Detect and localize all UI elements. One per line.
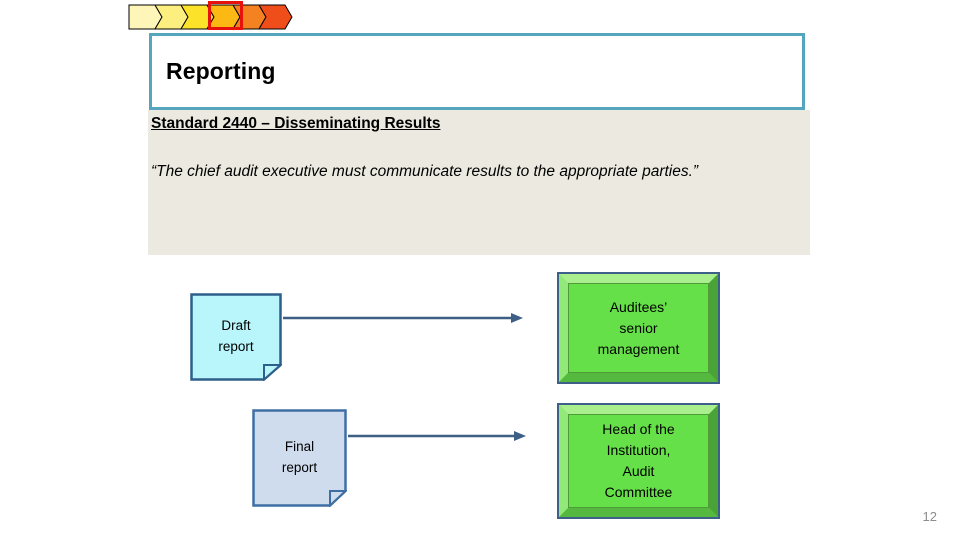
document-fold-triangle	[329, 490, 347, 507]
edge-draft-to-auditees	[283, 310, 523, 326]
node-auditees-senior-management: Auditees’ senior management	[557, 272, 720, 384]
node-label-line: management	[597, 340, 680, 357]
node-final-report: Final report	[252, 409, 347, 507]
node-label-line: Draft	[221, 318, 251, 334]
node-auditees-senior-management-label: Auditees’ senior management	[568, 283, 709, 373]
node-label-line: Auditees’	[609, 298, 668, 315]
node-label-line: Final	[284, 439, 315, 455]
edge-final-to-head-institution	[348, 428, 526, 444]
node-label-line: Audit	[622, 463, 655, 479]
node-label-line: report	[218, 339, 254, 354]
standard-heading: Standard 2440 – Disseminating Results	[151, 115, 441, 132]
document-fold-triangle	[263, 364, 282, 381]
node-draft-report: Draft report	[190, 293, 282, 381]
node-final-report-label: Final report	[252, 409, 347, 507]
chevron-highlight-rectangle	[208, 1, 243, 30]
chevron-segment-6	[258, 4, 293, 30]
node-head-institution-audit-committee-label: Head of the Institution, Audit Committee	[568, 414, 709, 508]
node-label-line: senior	[619, 319, 658, 336]
node-label-line: report	[281, 460, 318, 475]
node-label-line: Institution,	[606, 442, 671, 458]
content-block: Standard 2440 – Disseminating Results “T…	[148, 110, 810, 255]
page-number: 12	[922, 509, 937, 524]
bevel-frame	[559, 405, 718, 517]
standard-quote-text: “The chief audit executive must communic…	[151, 163, 699, 180]
slide-title-box: Reporting	[149, 33, 805, 110]
arrowhead	[514, 431, 526, 441]
bevel-frame	[559, 274, 718, 382]
node-label-line: Head of the	[602, 421, 675, 437]
page-title: Reporting	[166, 58, 276, 84]
arrowhead	[511, 313, 523, 323]
node-head-institution-audit-committee: Head of the Institution, Audit Committee	[557, 403, 720, 519]
node-label-line: Committee	[604, 484, 673, 500]
node-draft-report-label: Draft report	[190, 293, 282, 381]
